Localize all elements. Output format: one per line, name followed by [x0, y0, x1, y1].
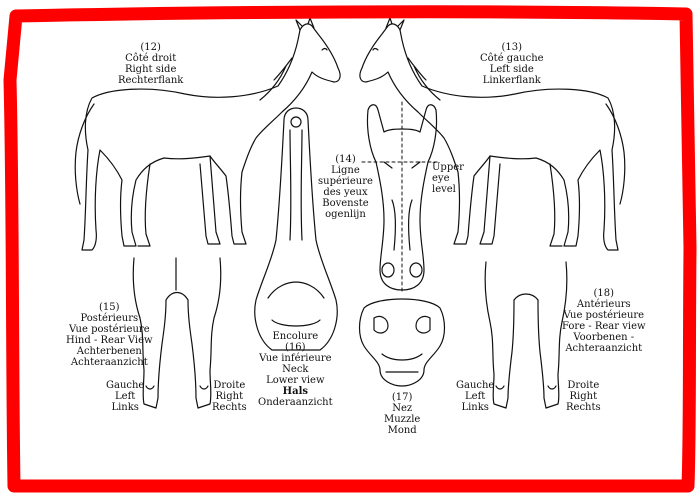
- label-eye-level-fr1: Ligne: [331, 165, 360, 176]
- label-left-side-fr: Côté gauche: [480, 53, 544, 64]
- label-neck-en1: Neck: [282, 364, 309, 375]
- hind-rear-view-figure: [132, 257, 222, 409]
- label-right-side-fr: Côté droit: [125, 53, 177, 64]
- label-hind-right: Droite Right Rechts: [212, 380, 247, 413]
- label-right-side-number: (12): [140, 42, 161, 53]
- label-fore-right: Droite Right Rechts: [566, 380, 601, 413]
- label-fore-right-nl: Rechts: [566, 402, 601, 413]
- label-left-side: (13) Côté gauche Left side Linkerflank: [480, 42, 544, 86]
- label-fore-rear-fr2: Vue postérieure: [563, 310, 645, 321]
- label-right-side-nl: Rechterflank: [118, 75, 184, 86]
- label-fore-left-nl: Links: [461, 402, 489, 413]
- head-front-view-figure: [366, 104, 438, 291]
- label-neck-nl1: Hals: [282, 386, 308, 397]
- label-neck-en2: Lower view: [266, 375, 325, 386]
- label-fore-left-en: Left: [465, 391, 486, 402]
- horse-left-side-figure: [359, 17, 626, 251]
- label-left-side-nl: Linkerflank: [482, 75, 541, 86]
- label-hind-rear-number: (15): [99, 302, 120, 313]
- label-fore-rear-nl1: Voorbenen -: [573, 332, 635, 343]
- label-eye-level-fr-nl: (14) Ligne supérieure des yeux Bovenste …: [318, 154, 373, 220]
- label-left-side-number: (13): [501, 42, 523, 53]
- label-hind-right-nl: Rechts: [212, 402, 247, 413]
- label-eye-level-en3: level: [432, 184, 456, 195]
- label-right-side-en: Right side: [124, 64, 177, 75]
- label-muzzle-fr: Nez: [392, 403, 413, 414]
- red-border-frame: [3, 5, 697, 494]
- label-eye-level-fr2: supérieure: [318, 176, 373, 187]
- label-fore-left-fr: Gauche: [456, 380, 495, 391]
- label-hind-rear-fr2: Vue postérieure: [68, 324, 150, 335]
- label-fore-rear: (18) Antérieurs Vue postérieure Fore - R…: [562, 288, 646, 354]
- label-fore-right-fr: Droite: [567, 380, 600, 391]
- label-eye-level-en2: eye: [432, 173, 450, 184]
- label-left-side-en: Left side: [489, 64, 534, 75]
- label-hind-right-fr: Droite: [213, 380, 246, 391]
- label-fore-right-en: Right: [569, 391, 598, 402]
- label-eye-level-en: Upper eye level: [432, 162, 464, 195]
- label-fore-left: Gauche Left Links: [456, 380, 494, 413]
- label-fore-rear-fr1: Antérieurs: [576, 299, 631, 310]
- label-neck: Encolure (16) Vue inférieure Neck Lower …: [258, 331, 333, 408]
- label-neck-nl2: Onderaanzicht: [258, 397, 333, 408]
- label-hind-rear-en: Hind - Rear View: [66, 335, 153, 346]
- label-hind-left-fr: Gauche: [106, 380, 145, 391]
- label-muzzle-en: Muzzle: [384, 414, 421, 425]
- label-eye-level-en1: Upper: [432, 162, 464, 173]
- label-eye-level-number: (14): [335, 154, 356, 165]
- label-hind-rear-nl2: Achteraanzicht: [70, 357, 148, 368]
- label-hind-left: Gauche Left Links: [106, 380, 144, 413]
- label-hind-rear-fr1: Postérieurs: [80, 313, 139, 324]
- label-eye-level-fr3: des yeux: [323, 187, 368, 198]
- label-neck-number: (16): [285, 342, 306, 353]
- label-hind-left-nl: Links: [111, 402, 139, 413]
- label-hind-rear: (15) Postérieurs Vue postérieure Hind - …: [66, 302, 153, 368]
- neck-lower-view-figure: [254, 107, 338, 351]
- label-eye-level-nl1: Bovenste: [322, 198, 369, 209]
- label-right-side: (12) Côté droit Right side Rechterflank: [118, 42, 183, 86]
- eye-level-guides: [361, 101, 441, 293]
- label-hind-right-en: Right: [215, 391, 244, 402]
- label-neck-fr2: Vue inférieure: [259, 353, 332, 364]
- label-muzzle-nl: Mond: [387, 425, 417, 436]
- label-neck-fr1: Encolure: [272, 331, 319, 342]
- label-muzzle-number: (17): [391, 392, 413, 403]
- horse-right-side-figure: [74, 17, 341, 251]
- label-fore-rear-number: (18): [593, 288, 615, 299]
- label-fore-rear-en: Fore - Rear view: [562, 321, 646, 332]
- label-fore-rear-nl2: Achteraanzicht: [565, 343, 643, 354]
- label-eye-level-nl2: ogenlijn: [325, 209, 366, 220]
- label-hind-left-en: Left: [115, 391, 136, 402]
- fore-rear-view-figure: [484, 261, 568, 409]
- label-hind-rear-nl1: Achterbenen: [76, 346, 142, 357]
- label-muzzle: (17) Nez Muzzle Mond: [384, 392, 420, 436]
- muzzle-view-figure: [358, 298, 446, 387]
